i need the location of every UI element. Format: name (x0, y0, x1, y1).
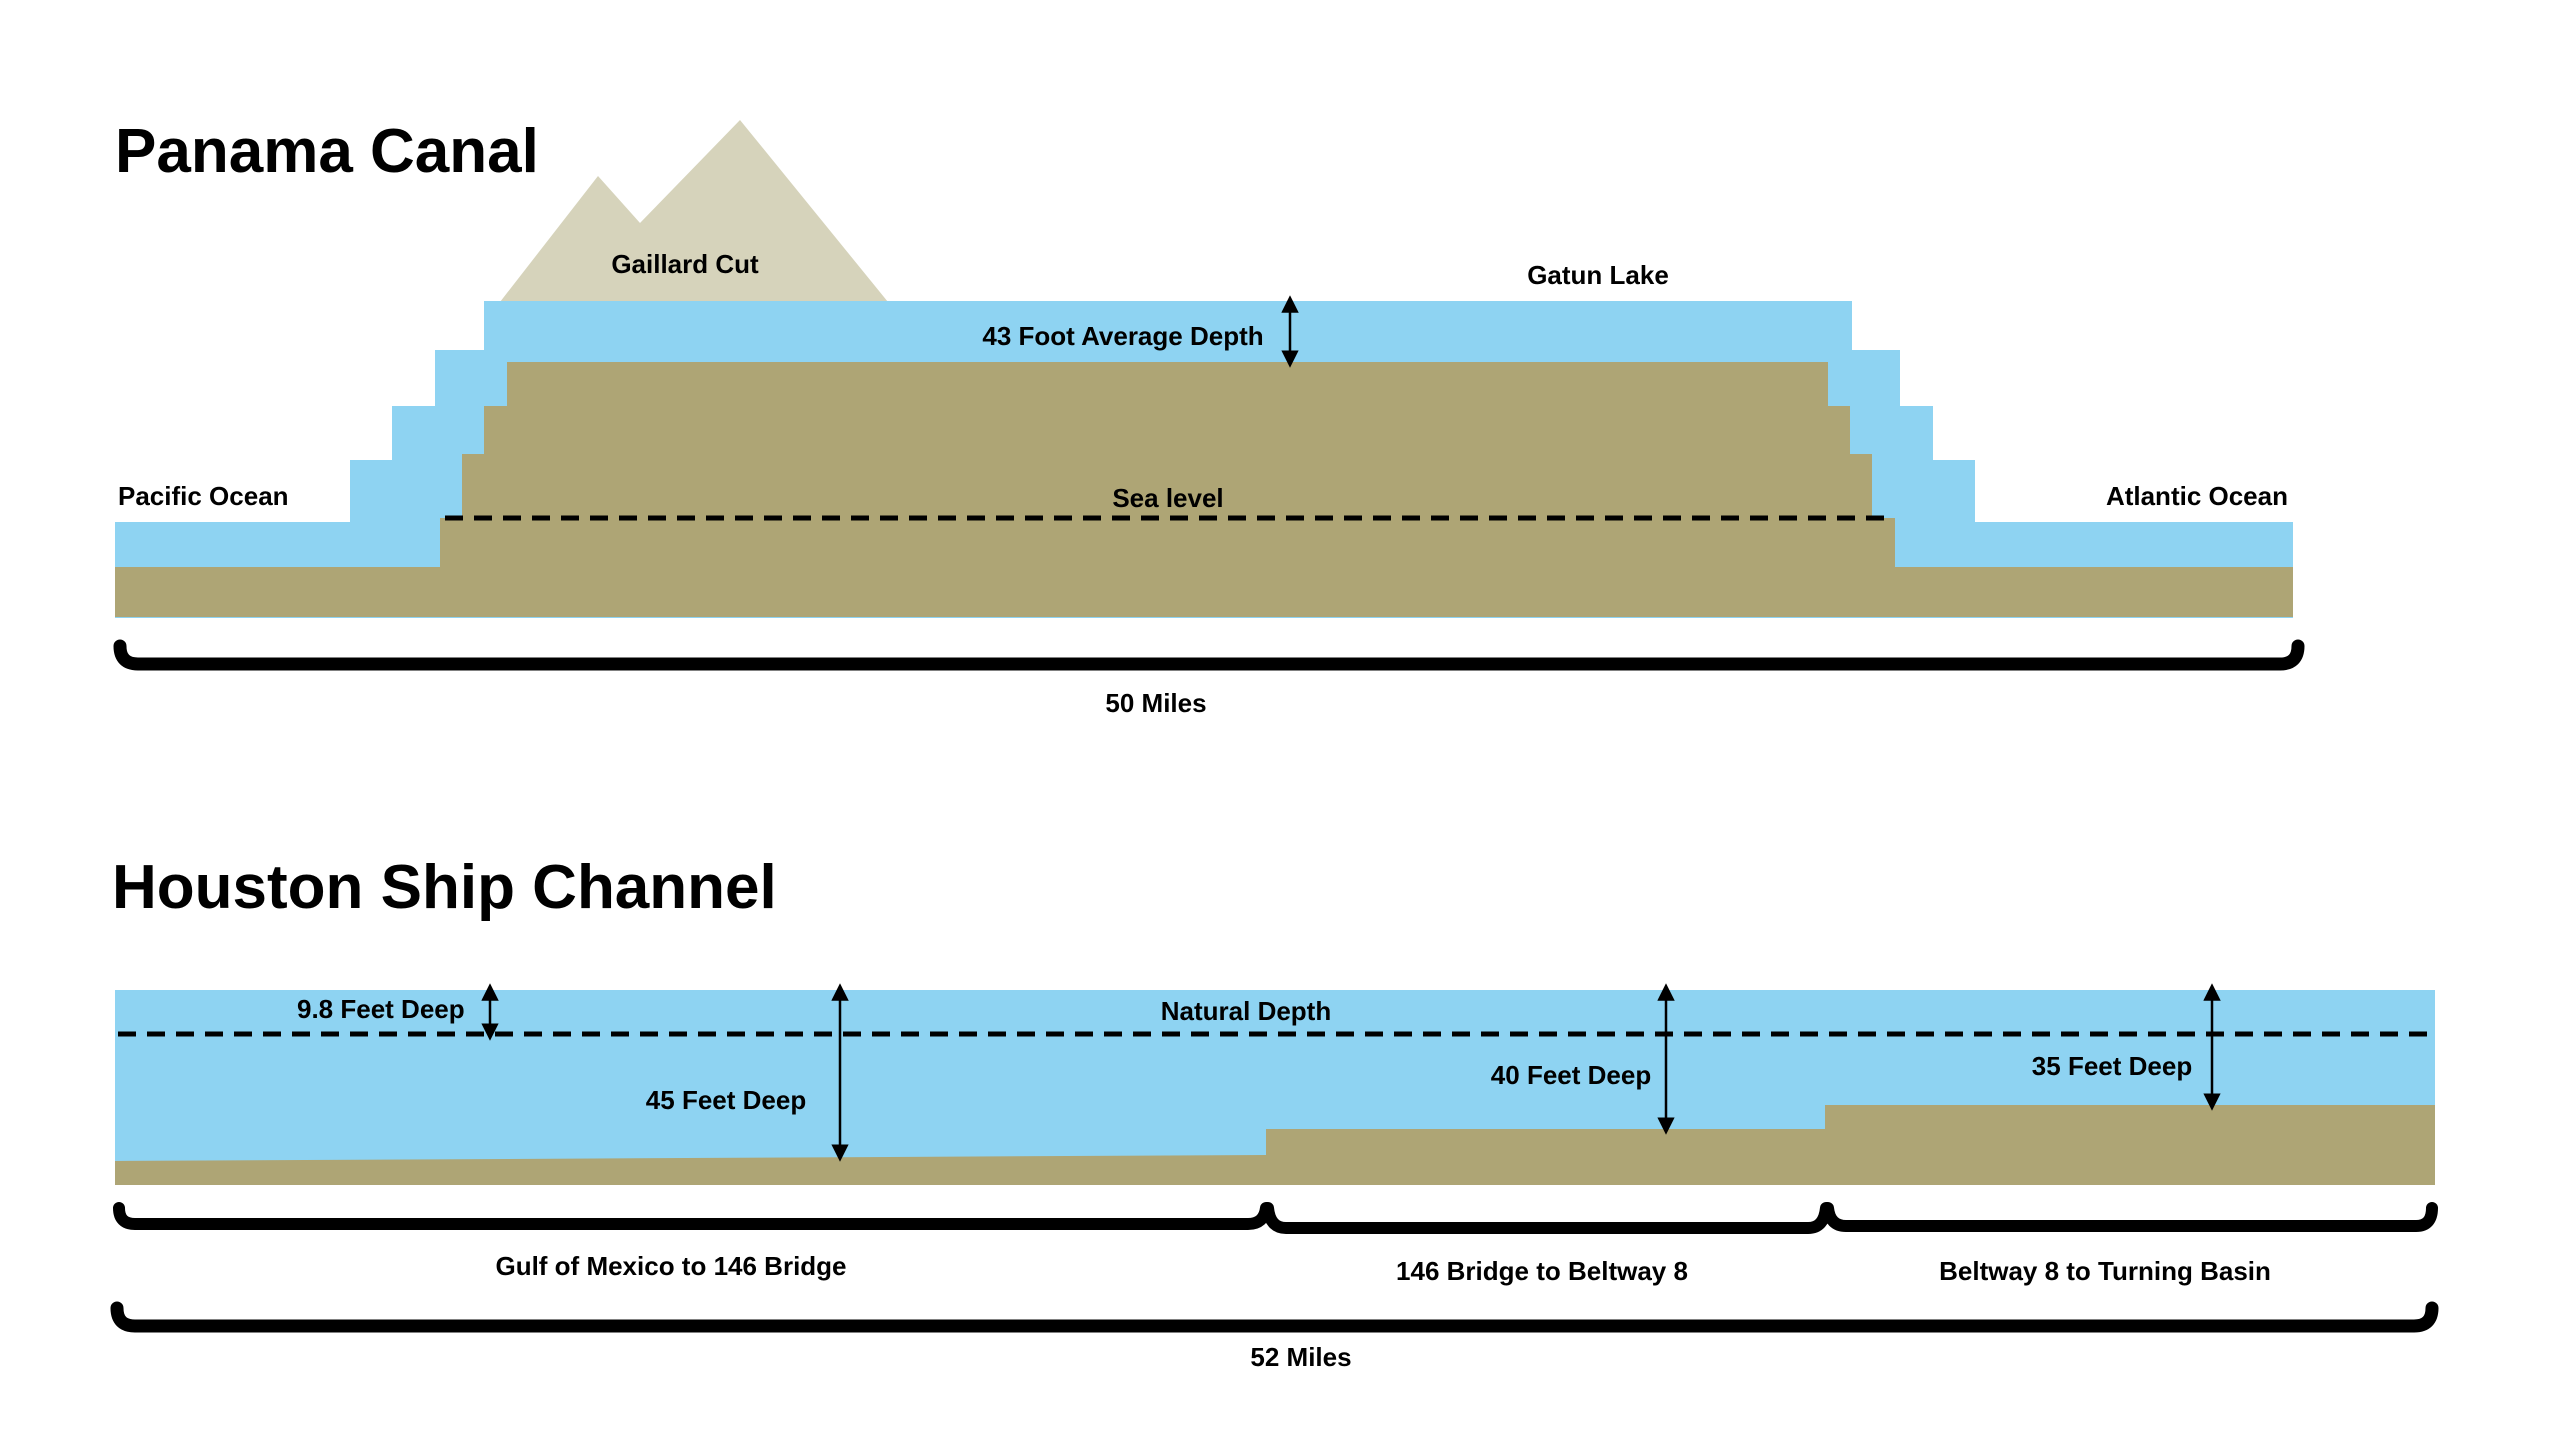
channel-land (115, 1105, 2435, 1185)
segment-2-bracket (1262, 1202, 1832, 1234)
houston-title: Houston Ship Channel (112, 853, 777, 922)
segment-3-name-label: Beltway 8 to Turning Basin (1939, 1256, 2271, 1286)
segment-1-name-label: Gulf of Mexico to 146 Bridge (495, 1251, 846, 1281)
gaillard-cut-label: Gaillard Cut (611, 249, 759, 279)
gaillard-cut-mountain (500, 120, 888, 302)
segment-1-bracket (113, 1202, 1272, 1230)
atlantic-ocean-label: Atlantic Ocean (2106, 481, 2288, 511)
segment-3-bracket (1822, 1202, 2438, 1232)
panama-length-bracket (113, 639, 2305, 671)
pacific-ocean-label: Pacific Ocean (118, 481, 289, 511)
panama-canal-section: Panama Canal Gaillard Cut Gatun Lake 43 … (113, 117, 2305, 718)
panama-title: Panama Canal (115, 117, 539, 186)
houston-length-label: 52 Miles (1250, 1342, 1351, 1372)
natural-depth-label: Natural Depth (1161, 996, 1331, 1026)
gatun-lake-label: Gatun Lake (1527, 260, 1669, 290)
depth-label: 43 Foot Average Depth (982, 321, 1263, 351)
panama-length-label: 50 Miles (1105, 688, 1206, 718)
houston-ship-channel-section: Houston Ship Channel 9.8 Feet Deep Natur… (110, 853, 2439, 1372)
canal-land (115, 362, 2293, 617)
segment-2-name-label: 146 Bridge to Beltway 8 (1396, 1256, 1688, 1286)
segment-1-depth-label: 45 Feet Deep (646, 1085, 806, 1115)
segment-3-depth-label: 35 Feet Deep (2032, 1051, 2192, 1081)
segment-2-depth-label: 40 Feet Deep (1491, 1060, 1651, 1090)
houston-length-bracket (110, 1301, 2439, 1333)
sea-level-label: Sea level (1112, 483, 1223, 513)
natural-depth-value-label: 9.8 Feet Deep (297, 994, 465, 1024)
